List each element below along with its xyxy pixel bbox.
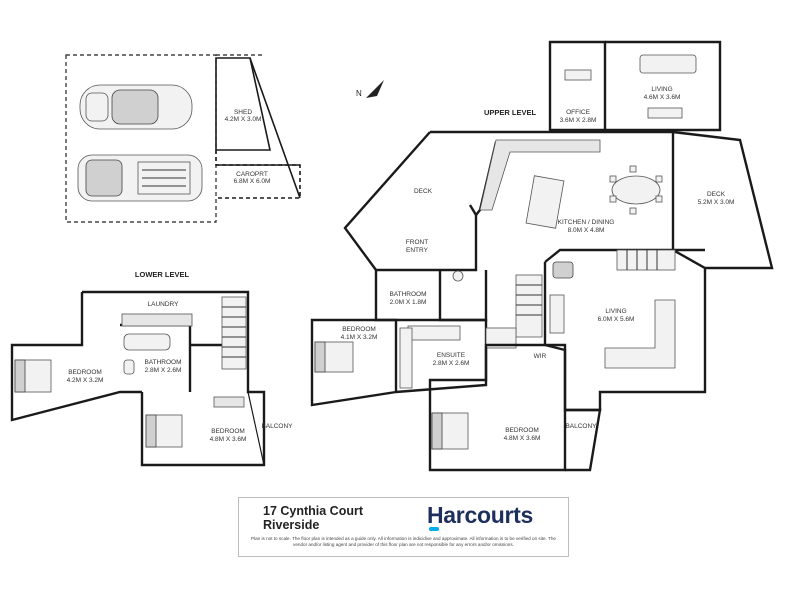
kitchen-dining-label: KITCHEN / DINING (558, 219, 615, 226)
office-label: OFFICE (566, 109, 590, 116)
carport-area (65, 54, 301, 223)
bathroom-lower-label: BATHROOM (144, 359, 181, 366)
office-dimensions: 3.6M X 2.8M (560, 117, 597, 124)
living-top-label: LIVING (651, 86, 672, 93)
address-line-2: Riverside (263, 518, 320, 532)
front-entry-label-1: FRONT (406, 239, 428, 246)
wir-label: WIR (534, 353, 547, 360)
front-entry-label-2: ENTRY (406, 247, 429, 254)
deck-right-label: DECK (707, 191, 726, 198)
armchair-icon (552, 261, 574, 279)
shed-label: SHED (234, 109, 252, 116)
wardrobe-icon (213, 396, 245, 408)
floor-plan: SHED 4.2M X 3.0M CAROPRT 6.8M X 6.0M N U… (10, 40, 774, 472)
kitchen-dining-dimensions: 8.0M X 4.8M (568, 227, 605, 234)
bedroom-lower-1-dimensions: 4.2M X 3.2M (67, 377, 104, 384)
balcony-lower-label: BALCONY (261, 423, 293, 430)
upper-level-title: UPPER LEVEL (484, 108, 537, 117)
desk-icon (564, 69, 592, 81)
tv-cabinet-icon (549, 294, 565, 334)
balcony-upper-label: BALCONY (565, 423, 597, 430)
toilet-icon (123, 359, 135, 375)
carport-label: CAROPRT (236, 171, 268, 178)
brand-logo: Harcourts (427, 502, 533, 528)
info-panel: 17 Cynthia Court Riverside Harcourts Pla… (238, 497, 569, 557)
address-line-1: 17 Cynthia Court (263, 504, 364, 518)
stairs-upper-icon (616, 249, 676, 271)
bedroom-upper-label: BEDROOM (342, 326, 376, 333)
bathroom-lower-dimensions: 2.8M X 2.6M (145, 367, 182, 374)
north-arrow-icon: N (356, 80, 384, 98)
bedroom-lower-2-label: BEDROOM (211, 428, 245, 435)
deck-left-label: DECK (414, 188, 433, 195)
kitchen-bench (479, 139, 601, 211)
disclaimer-text: Plan is not to scale. The floor plan is … (251, 536, 556, 547)
bathroom-upper-label: BATHROOM (389, 291, 426, 298)
north-label: N (356, 89, 362, 98)
ensuite-label: ENSUITE (437, 352, 466, 359)
bath-icon (123, 333, 171, 351)
vanity-icon (399, 327, 413, 389)
shower-icon (407, 325, 461, 341)
ensuite-dimensions: 2.8M X 2.6M (433, 360, 470, 367)
living-top-dimensions: 4.6M X 3.6M (644, 94, 681, 101)
stairs-middle-icon (485, 274, 543, 349)
dining-table-icon (609, 165, 663, 215)
master-bedroom-dimensions: 4.8M X 3.6M (504, 435, 541, 442)
bathroom-upper-dimensions: 2.0M X 1.8M (390, 299, 427, 306)
car-icon (79, 84, 193, 130)
bedroom-lower-2-dimensions: 4.8M X 3.6M (210, 436, 247, 443)
brand-swoosh-icon (429, 527, 439, 531)
living-main-dimensions: 6.0M X 5.6M (598, 316, 635, 323)
laundry-bench (121, 313, 193, 327)
carport-dimensions: 6.8M X 6.0M (234, 178, 271, 185)
lower-level-title: LOWER LEVEL (135, 270, 190, 279)
ute-icon (77, 154, 203, 202)
island-bench (525, 175, 565, 229)
shed-dimensions: 4.2M X 3.0M (225, 116, 262, 123)
tv-unit-icon (647, 107, 683, 119)
corner-sofa-icon (604, 299, 676, 369)
laundry-label: LAUNDRY (148, 301, 180, 308)
stairs-lower-icon (221, 296, 247, 370)
deck-right-dimensions: 5.2M X 3.0M (698, 199, 735, 206)
sofa-icon (639, 54, 697, 74)
master-bedroom-label: BEDROOM (505, 427, 539, 434)
bedroom-lower-1-label: BEDROOM (68, 369, 102, 376)
living-main-label: LIVING (605, 308, 626, 315)
bedroom-upper-dimensions: 4.1M X 3.2M (341, 334, 378, 341)
